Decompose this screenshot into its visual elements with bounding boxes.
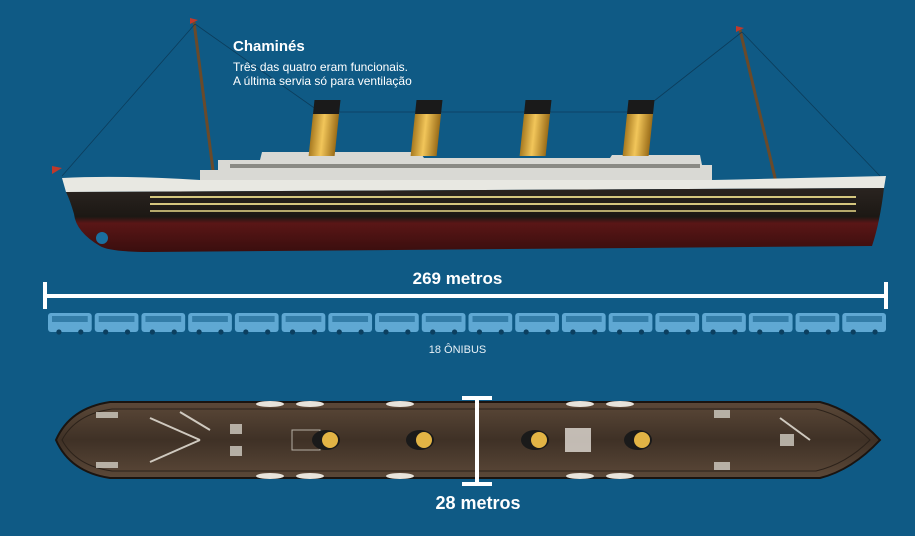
- bus-icon: [48, 313, 92, 335]
- bus-icon: [655, 313, 700, 335]
- bus-icon: [421, 313, 466, 335]
- bus-icon: [328, 313, 373, 335]
- length-label: 269 metros: [412, 269, 503, 288]
- deck-outline: [54, 401, 882, 479]
- bus-icon: [234, 313, 279, 335]
- ship-side-view: [52, 18, 886, 252]
- callout-line-2: A última servia só para ventilação: [233, 74, 412, 88]
- bus-icon: [375, 313, 419, 335]
- length-dimension: [43, 282, 888, 309]
- bus-icon: [561, 313, 606, 335]
- funnel-1: [308, 100, 341, 156]
- bus-icon: [608, 313, 653, 335]
- funnel-2: [410, 100, 443, 156]
- bus-count-label: 18 ÔNIBUS: [428, 344, 487, 356]
- aft-mast: [738, 29, 778, 183]
- bus-icon: [468, 313, 513, 335]
- bus-icon: [141, 313, 186, 335]
- funnel-tops: [312, 430, 652, 450]
- width-dimension: [462, 396, 492, 486]
- bus-icon: [188, 313, 232, 335]
- fore-mast: [192, 21, 216, 179]
- aft-flag-icon: [736, 26, 744, 32]
- width-label: 28 metros: [435, 493, 521, 513]
- funnel-4: [622, 100, 655, 156]
- callout-line-1: Três das quatro eram funcionais.: [233, 60, 408, 74]
- ship-top-view: [54, 396, 882, 486]
- callout-title: Chaminés: [233, 38, 305, 55]
- bus-icon: [842, 313, 886, 335]
- bus-icon: [702, 313, 746, 335]
- bus-icon: [748, 313, 793, 335]
- bus-icon: [515, 313, 559, 335]
- bus-row: [48, 313, 886, 335]
- bus-icon: [281, 313, 326, 335]
- funnels-callout: Chaminés Três das quatro eram funcionais…: [233, 38, 412, 88]
- bus-icon: [94, 313, 139, 335]
- bus-icon: [795, 313, 840, 335]
- funnel-3: [519, 100, 552, 156]
- fore-flag-icon: [190, 18, 198, 24]
